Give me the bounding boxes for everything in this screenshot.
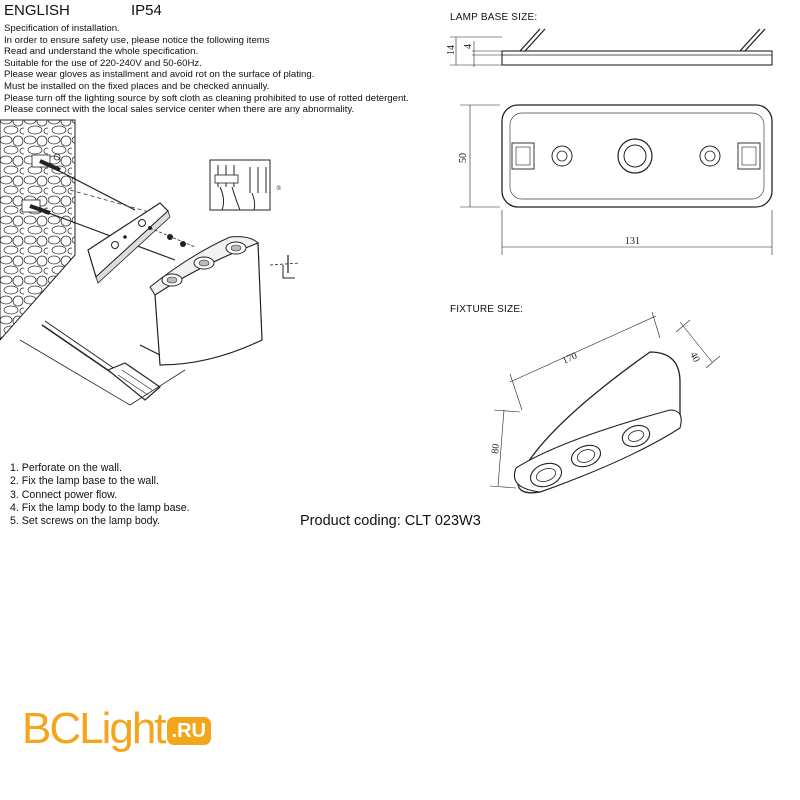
spec-line: Please connect with the local sales serv… bbox=[4, 104, 355, 116]
fixture-dim-length: 170 bbox=[561, 351, 579, 367]
lamp-base-drawing: 14 4 50 131 bbox=[446, 28, 773, 255]
fixture-title: FIXTURE SIZE: bbox=[450, 304, 524, 315]
screwdriver-drawing bbox=[41, 320, 161, 401]
base-side-profile bbox=[501, 50, 773, 66]
language-heading: ENGLISH bbox=[4, 2, 70, 19]
step-item: 5. Set screws on the lamp body. bbox=[10, 515, 160, 528]
spec-line: Read and understand the whole specificat… bbox=[4, 46, 199, 58]
spec-line: Please wear gloves as installment and av… bbox=[4, 69, 315, 81]
dim-length: 131 bbox=[625, 236, 640, 247]
spec-line: Please turn off the lighting source by s… bbox=[4, 92, 409, 104]
spec-line: In order to ensure safety use, please no… bbox=[4, 34, 270, 46]
specification-text: Specification of installation. In order … bbox=[4, 23, 409, 116]
fixture-dim-depth: 40 bbox=[687, 350, 701, 364]
dim-thickness: 4 bbox=[463, 44, 474, 49]
lamp-base-plate bbox=[87, 202, 169, 279]
fixture-dim-height: 80 bbox=[490, 443, 502, 454]
step-item: 3. Connect power flow. bbox=[10, 488, 118, 501]
svg-text:⑤: ⑤ bbox=[276, 185, 281, 192]
installation-diagram: ⑤ bbox=[0, 119, 301, 406]
product-coding: Product coding: CLT 023W3 bbox=[300, 513, 481, 529]
ip-rating: IP54 bbox=[131, 2, 162, 19]
fixture-drawing: 170 40 80 bbox=[489, 311, 721, 494]
logo-suffix: .RU bbox=[166, 717, 211, 745]
lamp-base-title: LAMP BASE SIZE: bbox=[450, 12, 538, 23]
installation-steps: 1. Perforate on the wall. 2. Fix the lam… bbox=[10, 462, 190, 528]
step-item: 2. Fix the lamp base to the wall. bbox=[10, 475, 159, 488]
step-item: 4. Fix the lamp body to the lamp base. bbox=[10, 501, 190, 514]
dim-width: 50 bbox=[458, 153, 469, 163]
stone-wall bbox=[0, 119, 76, 341]
spec-line: Must be installed on the fixed places an… bbox=[4, 80, 270, 92]
spec-line: Specification of installation. bbox=[4, 23, 120, 34]
step-item: 1. Perforate on the wall. bbox=[10, 462, 122, 474]
wiring-detail bbox=[209, 159, 271, 211]
bclight-logo: BCLight.RU bbox=[22, 703, 211, 755]
dim-height: 14 bbox=[446, 45, 457, 55]
spec-line: Suitable for the use of 220-240V and 50-… bbox=[4, 57, 202, 69]
lamp-body-drawing bbox=[149, 236, 263, 366]
logo-text: BCLight bbox=[22, 704, 167, 753]
